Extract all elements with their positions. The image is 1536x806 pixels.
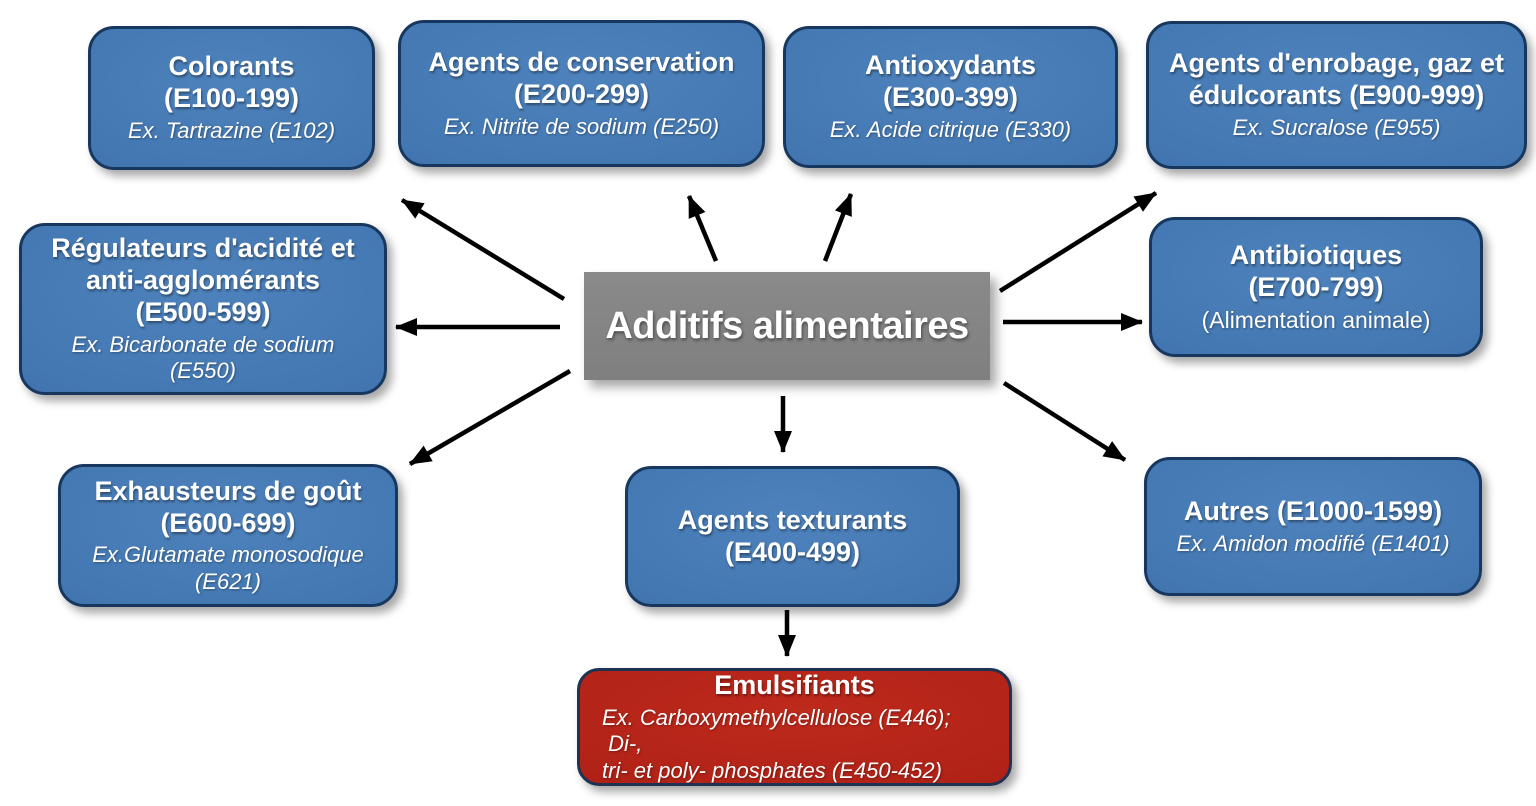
arrow-antioxydants <box>822 193 854 262</box>
node-title: Agents texturants (E400-499) <box>677 504 908 567</box>
node-title: Antioxydants (E300-399) <box>864 50 1037 113</box>
node-example: Ex. Tartrazine (E102) <box>127 118 336 144</box>
node-note: (Alimentation animale) <box>1201 306 1431 333</box>
center-node-label: Additifs alimentaires <box>605 304 969 347</box>
node-title: Emulsifiants <box>714 669 875 700</box>
node-title: Antibiotiques (E700-799) <box>1229 239 1403 302</box>
arrow-agents-de-conservation <box>686 195 719 262</box>
node-example: Ex. Carboxymethylcellulose (E446); Di-, … <box>602 704 951 783</box>
node-antibiotiques: Antibiotiques (E700-799) (Alimentation a… <box>1149 217 1483 357</box>
node-agents-texturants: Agents texturants (E400-499) <box>625 466 960 607</box>
node-title: Colorants (E100-199) <box>163 51 300 114</box>
node-example: Ex.Glutamate monosodique (E621) <box>92 542 364 594</box>
node-additifs-alimentaires: Additifs alimentaires <box>584 272 990 380</box>
node-autres: Autres (E1000-1599) Ex. Amidon modifié (… <box>1144 457 1482 596</box>
node-antioxydants: Antioxydants (E300-399) Ex. Acide citriq… <box>783 26 1118 168</box>
node-title: Agents d'enrobage, gaz et édulcorants (E… <box>1169 48 1504 111</box>
node-regulateurs: Régulateurs d'acidité et anti-aggloméran… <box>19 223 387 395</box>
arrow-exhausteurs <box>408 369 572 466</box>
arrow-agents-enrobage <box>998 191 1158 293</box>
node-agents-enrobage: Agents d'enrobage, gaz et édulcorants (E… <box>1146 21 1527 169</box>
node-exhausteurs: Exhausteurs de goût (E600-699) Ex.Glutam… <box>58 464 398 607</box>
node-example: Ex. Sucralose (E955) <box>1232 115 1441 141</box>
node-emulsifiants: Emulsifiants Ex. Carboxymethylcellulose … <box>577 668 1012 786</box>
arrow-colorants <box>400 198 566 301</box>
node-title: Exhausteurs de goût (E600-699) <box>94 475 362 538</box>
node-example: Ex. Nitrite de sodium (E250) <box>443 113 720 139</box>
node-example: Ex. Acide citrique (E330) <box>829 117 1072 143</box>
node-example: Ex. Amidon modifié (E1401) <box>1176 530 1450 556</box>
node-title: Autres (E1000-1599) <box>1183 495 1443 526</box>
node-title: Régulateurs d'acidité et anti-aggloméran… <box>51 233 355 328</box>
arrow-autres <box>1002 381 1127 462</box>
node-agents-de-conservation: Agents de conservation (E200-299) Ex. Ni… <box>398 20 765 167</box>
node-title: Agents de conservation (E200-299) <box>428 46 735 109</box>
node-colorants: Colorants (E100-199) Ex. Tartrazine (E10… <box>88 26 375 170</box>
node-example: Ex. Bicarbonate de sodium (E550) <box>71 331 335 384</box>
